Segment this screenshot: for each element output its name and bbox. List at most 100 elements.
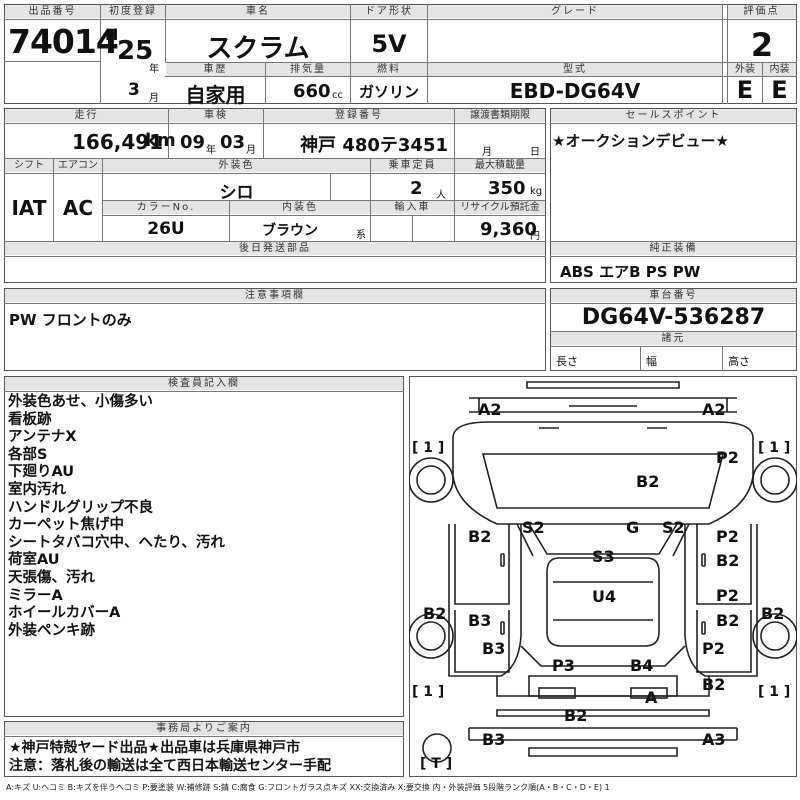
specs-label: 諸元 [551,332,796,345]
car-name: スクラム [206,34,310,64]
note-line: ハンドルグリップ不良 [8,499,153,516]
mark-cargo-left: P3 [552,656,575,675]
lot-number-label: 出品番号 [5,5,100,18]
details-panel [4,108,546,283]
era: H [105,25,119,44]
inspector-panel [4,376,404,717]
shift: IAT [11,196,47,220]
reg-month-unit: 月 [149,93,159,104]
caution-label: 注意事項欄 [5,289,545,302]
mark-rear-right: A3 [702,730,726,749]
mark-left-front-door: B2 [468,527,492,546]
mark-left-rear-panel: B3 [482,639,506,658]
mark-right-rear-panel-b: B2 [702,675,726,694]
mileage-unit: km [145,130,176,151]
interior-grade: E [771,76,788,104]
score: 2 [750,26,774,64]
car-history: 自家用 [185,83,246,107]
sales-point-label: セールスポイント [551,109,796,122]
aircon-label: エアコン [54,159,102,172]
inspection-month: 03 [220,132,246,153]
chassis-panel [550,288,797,371]
note-line: シートタバコ穴中、へたり、汚れ [8,534,225,551]
genuine-equipment: ABS エアB PS PW [560,263,701,281]
mark-left-rear-door: B3 [468,611,492,630]
mileage: 166,491 [72,130,164,154]
mark-right-rear-panel-a: P2 [702,639,725,658]
length-label: 長さ [556,355,578,368]
mark-cargo-right: B4 [630,656,654,675]
reg-year-unit: 年 [149,64,159,75]
note-line: 各部S [8,446,48,463]
import-label: 輸入車 [371,201,454,214]
mark-rear-gate: B2 [564,706,588,725]
lot-number: 74014 [8,22,119,61]
max-load-unit: kg [530,186,543,197]
plate-label: 登録番号 [264,109,454,122]
mark-left-pillar: S2 [522,518,545,537]
shift-label: シフト [5,159,53,172]
note-line: ホイールカバーA [8,605,121,622]
color-no-label: カラーNo. [103,201,229,214]
car-name-label: 車名 [166,5,350,18]
height-label: 高さ [728,355,750,368]
mark-right-quarter: B2 [761,604,785,623]
note-line: 外装色あせ、小傷多い [8,394,153,410]
mark-windshield: G [626,518,640,537]
mark-roof: S3 [592,547,615,566]
capacity-label: 乗車定員 [371,159,454,172]
note-line: 室内汚れ [8,481,66,498]
mark-right-rear-door-a: P2 [716,586,739,605]
mark-spare-tire: [ T ] [420,756,453,772]
history-label: 車歴 [166,63,265,76]
max-load-label: 最大積載量 [455,159,545,172]
genuine-equipment-label: 純正装備 [551,242,796,255]
note-line: アンテナX [8,429,77,446]
int-color-suffix: 系 [356,230,366,241]
damage-diagram-panel [409,376,797,777]
legend: A:キズ U:ヘコミ B:キズを伴うヘコミ P:要塗装 W:補修跡 S:錆 C:… [6,783,610,792]
reg-month: 3 [128,80,140,100]
score-label: 評価点 [727,5,796,18]
mark-right-fender: P2 [716,448,739,467]
model-code-label: 型式 [428,63,722,76]
mileage-label: 走行 [5,109,168,122]
int-color: ブラウン [262,223,318,239]
fuel-label: 燃料 [351,63,427,76]
recycle-label: リサイクル預託金 [455,201,545,214]
chassis-number: DG64V-536287 [581,305,766,330]
header-panel [4,4,797,104]
office-notice-panel [4,721,404,777]
door-label: ドア形状 [351,5,427,18]
inspection-month-unit: 月 [246,145,256,156]
note-line: 外装ペンキ跡 [8,622,95,639]
capacity-unit: 人 [436,190,446,201]
chassis-label: 車台番号 [551,289,796,302]
mark-right-front-door-b: B2 [716,551,740,570]
transfer-day-unit: 日 [530,147,540,158]
inspection-label: 車検 [169,109,263,122]
inspection-year: 09 [180,132,206,153]
max-load: 350 [488,178,526,199]
width-label: 幅 [646,355,657,368]
inspector-notes: 外装色あせ、小傷多い 看板跡 アンテナX 各部S 下廻りAU 室内汚れ ハンドル… [8,394,400,640]
inspector-label: 検査員記入欄 [5,377,403,390]
note-line: ミラーA [8,587,63,604]
door-type: 5V [371,30,407,58]
car-diagram [409,381,797,763]
reg-year: 25 [117,36,154,66]
caution-panel [4,288,546,371]
inspection-year-unit: 年 [206,145,216,156]
office-notice-line-1: ★神戸特殻ヤード出品★出品車は兵庫県神戸市 [9,740,301,756]
displacement: 660 [293,81,331,102]
color-no: 26U [147,219,185,239]
office-notice-label: 事務局よりご案内 [5,722,403,735]
note-line: 下廻りAU [8,464,75,481]
interior-label: 内装 [763,63,796,76]
mark-right-pillar: S2 [662,518,685,537]
recycle-unit: 円 [530,231,540,242]
note-line: 看板跡 [8,411,52,428]
mark-rl-wheel: [ 1 ] [412,684,445,700]
caution-text: PW フロントのみ [9,311,132,329]
sales-point-panel [550,108,797,283]
